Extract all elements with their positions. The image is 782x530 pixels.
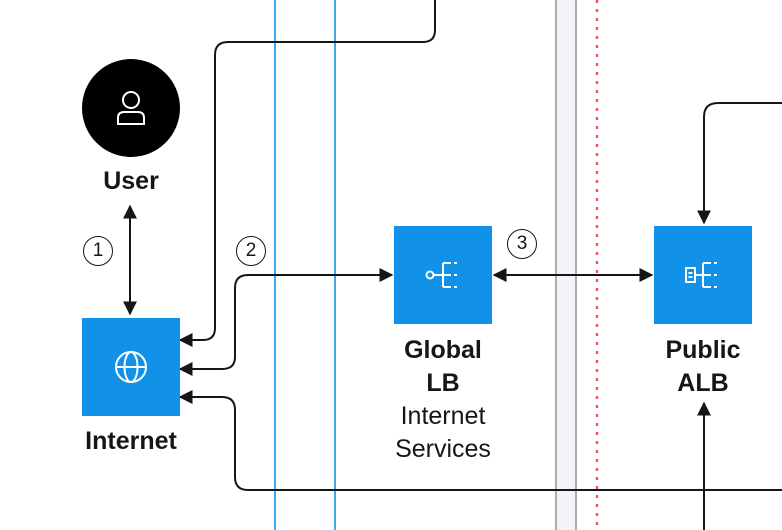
public-alb-title-line2: ALB [677, 369, 729, 397]
step-2-marker: 2 [236, 236, 266, 266]
load-balancer-icon [425, 262, 457, 288]
globe-icon [115, 351, 147, 383]
connector-right-to-public-alb [697, 102, 782, 225]
user-icon [117, 91, 145, 125]
global-lb-subtitle-line1: Internet [400, 402, 486, 430]
user-label: User [103, 167, 159, 195]
global-lb-title-line1: Global [404, 336, 482, 364]
internet-label: Internet [85, 427, 177, 455]
connector-bottom-to-internet [178, 390, 782, 491]
step-3-marker: 3 [507, 229, 537, 259]
public-alb-title-line1: Public [665, 336, 741, 364]
global-lb-title-line2: LB [426, 369, 460, 397]
global-lb-subtitle-line2: Services [395, 435, 491, 463]
application-load-balancer-icon [685, 262, 717, 288]
step-1-marker: 1 [83, 236, 113, 266]
gray-zone-band [556, 0, 576, 530]
connector-internet-global-lb [178, 268, 394, 376]
